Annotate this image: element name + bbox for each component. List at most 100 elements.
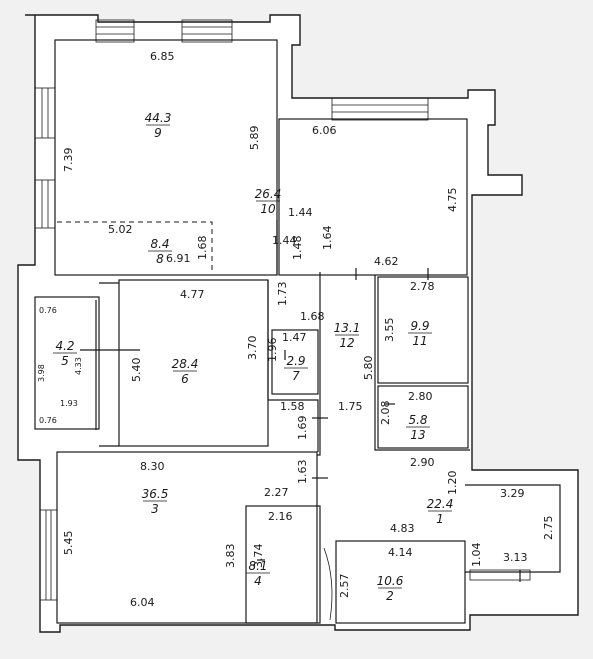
dimension-label: 1.04 (470, 543, 483, 568)
room-area: 36.5 (142, 487, 169, 501)
room-area: 2.9 (286, 354, 305, 368)
dimension-label: 1.69 (296, 416, 309, 441)
room-label-6: 28.46 (172, 357, 199, 386)
dimension-label: 3.98 (37, 364, 46, 382)
room-area: 28.4 (172, 357, 199, 371)
room-number: 5 (61, 354, 69, 368)
room-label-7: 2.97 (284, 354, 308, 383)
room-13-fill (381, 390, 465, 445)
door-swing (323, 547, 333, 621)
room-8-boundary (57, 221, 213, 272)
dimension-label: 6.85 (150, 50, 175, 63)
dimension-label: 4.14 (388, 546, 413, 559)
room-number: 13 (410, 428, 425, 442)
room-9-fill (57, 42, 274, 272)
room-label-1: 22.41 (427, 497, 454, 526)
door-ticks (80, 268, 521, 582)
dimension-label: 6.06 (312, 124, 337, 137)
room-label-10: 26.410 (255, 187, 282, 216)
dimension-label: 1.47 (282, 331, 307, 344)
dimension-label: 2.16 (268, 510, 293, 523)
dimension-label: 8.30 (140, 460, 165, 473)
dimension-label: 1.64 (321, 226, 334, 251)
room-5-fill (38, 300, 96, 425)
dimension-label: 3.55 (383, 318, 396, 343)
room-area: 9.9 (410, 319, 429, 333)
room-number: 11 (412, 334, 427, 348)
dimension-label: 2.80 (408, 390, 433, 403)
interior-walls (34, 39, 561, 624)
room-area: 4.2 (55, 339, 74, 353)
room-area: 44.3 (145, 111, 172, 125)
dimension-label: 5.02 (108, 223, 133, 236)
dimension-label: 3.74 (252, 544, 265, 569)
room-area: 10.6 (377, 574, 404, 588)
room-area: 5.8 (408, 413, 427, 427)
room-label-12: 13.112 (334, 321, 361, 350)
room-label-9: 44.39 (145, 111, 172, 140)
room-10-fill (282, 122, 464, 272)
room-6-fill (122, 283, 265, 443)
room-label-4: 8.14 (246, 559, 270, 588)
room-2-fill (340, 545, 462, 620)
dimension-label: 6.91 (166, 252, 191, 265)
dimension-label: 2.57 (338, 574, 351, 599)
dimension-label: 2.08 (379, 401, 392, 426)
dimension-label: 0.76 (39, 416, 57, 425)
room-label-2: 10.62 (377, 574, 404, 603)
corridor-fill (320, 270, 560, 570)
room-label-13: 5.813 (406, 413, 430, 442)
dimension-label: 1.44 (288, 206, 313, 219)
dimension-label: 1.20 (446, 471, 459, 496)
dimension-label: 5.80 (362, 356, 375, 381)
room-11-fill (381, 280, 465, 380)
dimension-label: 6.04 (130, 596, 155, 609)
dimension-label: 3.70 (246, 336, 259, 361)
dimension-label: 5.40 (130, 358, 143, 383)
room-number: 9 (154, 126, 162, 140)
dimension-label: 1.93 (60, 399, 78, 408)
dimension-label: 3.13 (503, 551, 528, 564)
dimension-label: 5.89 (248, 126, 261, 151)
room-7-fill (275, 333, 315, 391)
room-label-5: 4.25 (53, 339, 77, 368)
dimension-label: 1.44 (272, 234, 297, 247)
dimension-label: 0.76 (39, 306, 57, 315)
dimension-label: 3.29 (500, 487, 525, 500)
windows (34, 19, 531, 601)
dimension-label: 2.90 (410, 456, 435, 469)
dimension-label: 2.27 (264, 486, 289, 499)
room-4-fill (249, 510, 317, 620)
dimension-label: 1.68 (196, 236, 209, 261)
dimension-label: 2.75 (542, 516, 555, 541)
room-number: 1 (436, 512, 444, 526)
room-number: 12 (339, 336, 354, 350)
room-number: 6 (181, 372, 189, 386)
room-area: 22.4 (427, 497, 454, 511)
dimension-label: 4.77 (180, 288, 205, 301)
room-number: 7 (292, 369, 300, 383)
room-label-3: 36.53 (142, 487, 169, 516)
dimension-label: 1.63 (296, 460, 309, 485)
room-area: 8.4 (150, 237, 169, 251)
dimension-label: 3.83 (224, 544, 237, 569)
dimension-label: 1.75 (338, 400, 363, 413)
room-area: 13.1 (334, 321, 361, 335)
dimension-label: 1.58 (280, 400, 305, 413)
dimension-label: 7.39 (62, 148, 75, 173)
room-number: 2 (386, 589, 394, 603)
room-label-8: 8.48 (148, 237, 172, 266)
dimension-label: 1.48 (291, 236, 304, 261)
dimension-label: 4.75 (446, 188, 459, 213)
room-label-11: 9.911 (408, 319, 432, 348)
dimension-label: 2.78 (410, 280, 435, 293)
room-number: 3 (151, 502, 159, 516)
dimension-label: 4.62 (374, 255, 399, 268)
room-area: 8.1 (248, 559, 267, 573)
room-number: 8 (156, 252, 164, 266)
room-number: 4 (254, 574, 262, 588)
